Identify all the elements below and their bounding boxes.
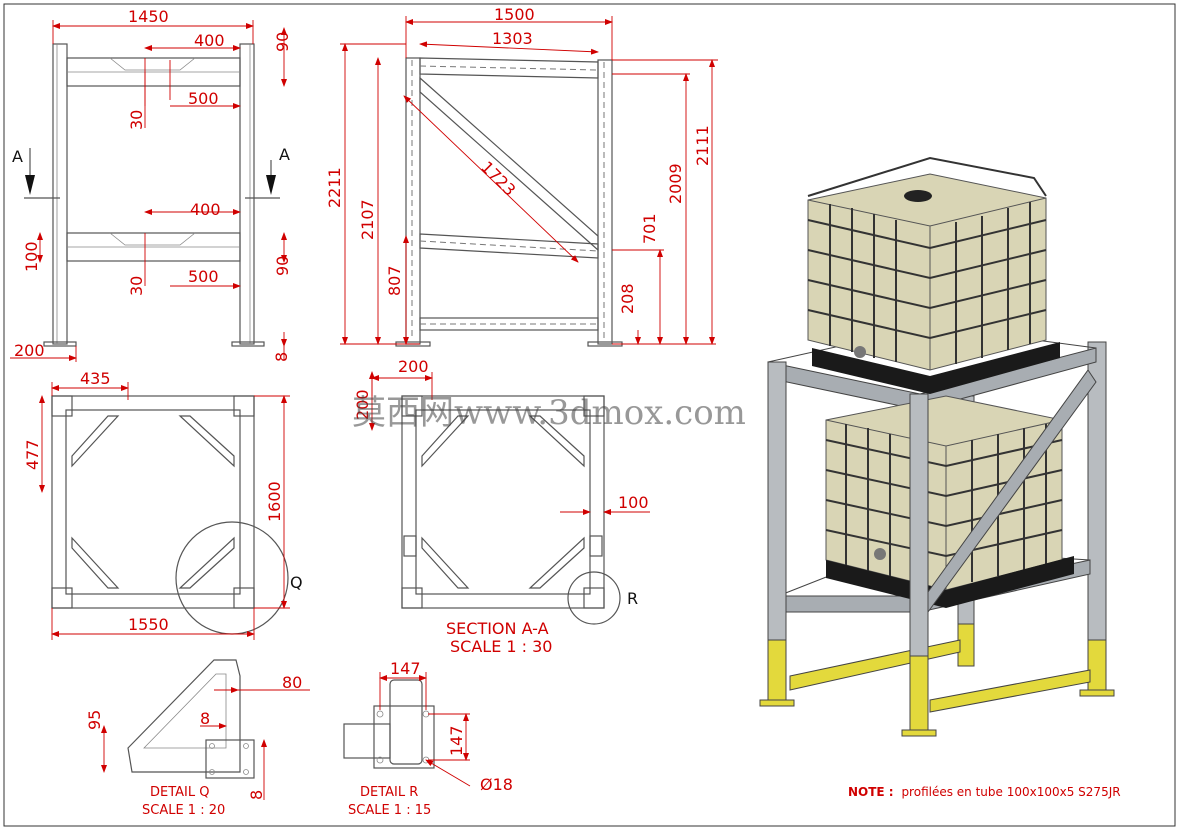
dim-500-top: 500 bbox=[188, 89, 219, 108]
dim-1303: 1303 bbox=[492, 29, 533, 48]
dim-30-top: 30 bbox=[127, 110, 146, 130]
dim-435: 435 bbox=[80, 369, 111, 388]
section-mark-left: A bbox=[12, 147, 23, 166]
dim-200-foot: 200 bbox=[14, 341, 45, 360]
section-dims bbox=[369, 371, 650, 515]
dim-hole: Ø18 bbox=[480, 775, 513, 794]
dim-807: 807 bbox=[385, 265, 404, 296]
dim-100-post: 100 bbox=[618, 493, 649, 512]
section-title: SECTION A-A bbox=[446, 619, 549, 638]
dim-1450: 1450 bbox=[128, 7, 169, 26]
detail-mark-q: Q bbox=[290, 573, 303, 592]
detail-r-title: DETAIL R bbox=[360, 785, 418, 800]
side-view bbox=[395, 57, 623, 347]
front-dims bbox=[10, 20, 287, 362]
dim-200-x: 200 bbox=[398, 357, 429, 376]
section-scale: SCALE 1 : 30 bbox=[450, 637, 552, 656]
dim-400-mid: 400 bbox=[190, 200, 221, 219]
dim-147-y: 147 bbox=[447, 725, 466, 756]
top-view bbox=[51, 395, 289, 635]
note-label: NOTE : bbox=[848, 785, 894, 799]
dim-30-mid: 30 bbox=[127, 276, 146, 296]
watermark: 莫西网www.3dmox.com bbox=[352, 393, 746, 433]
detail-mark-r: R bbox=[627, 589, 638, 608]
dim-2009: 2009 bbox=[666, 163, 685, 204]
dim-701: 701 bbox=[640, 213, 659, 244]
detail-r-scale: SCALE 1 : 15 bbox=[348, 803, 431, 818]
front-view bbox=[24, 43, 280, 347]
isometric-view bbox=[759, 156, 1115, 737]
dim-477: 477 bbox=[23, 439, 42, 470]
sheet-border bbox=[3, 3, 1176, 827]
dim-1500: 1500 bbox=[494, 5, 535, 24]
detail-q-view bbox=[127, 659, 255, 779]
dim-1600: 1600 bbox=[265, 481, 284, 522]
dim-147-x: 147 bbox=[390, 659, 421, 678]
section-mark-right: A bbox=[279, 145, 290, 164]
dim-400-top: 400 bbox=[194, 31, 225, 50]
note: NOTE : profilées en tube 100x100x5 S275J… bbox=[848, 785, 1121, 799]
detail-r-view bbox=[343, 679, 435, 769]
detail-r-dims bbox=[379, 672, 471, 787]
dim-80: 80 bbox=[282, 673, 302, 692]
dim-2211: 2211 bbox=[325, 167, 344, 208]
dim-90-mid: 90 bbox=[273, 256, 292, 276]
dim-2107: 2107 bbox=[358, 199, 377, 240]
dim-8-q: 8 bbox=[200, 709, 210, 728]
dim-1723: 1723 bbox=[477, 157, 519, 199]
dim-200-y: 200 bbox=[353, 389, 372, 420]
dim-8-q-vert: 8 bbox=[247, 790, 266, 800]
dim-2111: 2111 bbox=[693, 125, 712, 166]
dim-208: 208 bbox=[618, 283, 637, 314]
dim-90-top: 90 bbox=[273, 32, 292, 52]
detail-q-scale: SCALE 1 : 20 bbox=[142, 803, 225, 818]
dim-100-mid: 100 bbox=[22, 241, 41, 272]
detail-q-title: DETAIL Q bbox=[150, 785, 210, 800]
dim-500-mid: 500 bbox=[188, 267, 219, 286]
top-dims bbox=[39, 382, 290, 640]
note-text: profilées en tube 100x100x5 S275JR bbox=[901, 785, 1120, 799]
dim-95: 95 bbox=[85, 710, 104, 730]
dim-8-foot: 8 bbox=[272, 352, 291, 362]
detail-q-dims bbox=[101, 687, 310, 800]
dim-1550: 1550 bbox=[128, 615, 169, 634]
side-dims bbox=[340, 16, 718, 345]
section-view bbox=[401, 395, 621, 625]
